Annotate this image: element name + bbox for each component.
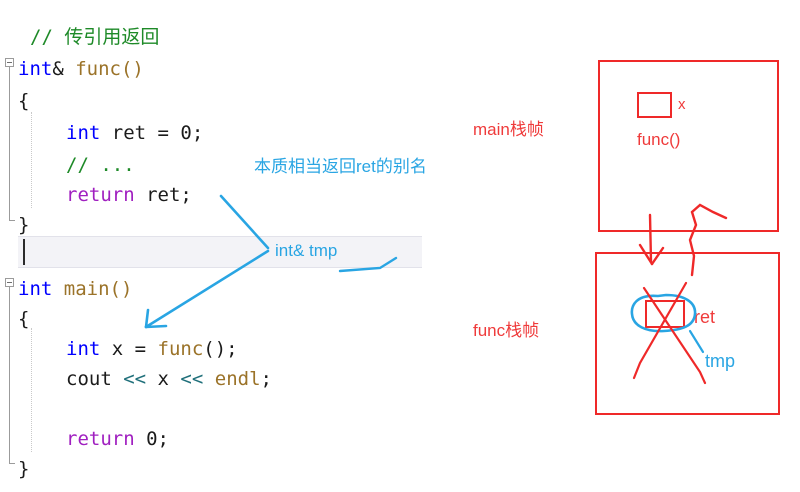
code-token: << xyxy=(180,368,204,390)
code-token: { xyxy=(18,308,30,330)
code-token: int xyxy=(18,278,53,300)
code-token: cout xyxy=(66,368,124,390)
code-token: x xyxy=(146,368,181,390)
code-line[interactable]: { xyxy=(0,84,29,118)
fold-marker-main[interactable] xyxy=(5,278,14,287)
code-token: << xyxy=(123,368,147,390)
main-frame-x-label: x xyxy=(678,96,686,113)
code-token: } xyxy=(18,214,30,236)
code-token: func xyxy=(75,58,121,80)
code-token: // ... xyxy=(66,154,135,176)
func-frame-tmp-label: tmp xyxy=(705,351,736,371)
code-line[interactable]: // ... xyxy=(0,148,135,182)
code-line[interactable] xyxy=(0,392,66,426)
annotation-alias-note: 本质相当返回ret的别名 xyxy=(254,157,427,176)
code-line[interactable]: int& func() xyxy=(0,52,144,86)
code-line[interactable] xyxy=(0,240,18,274)
code-token: return xyxy=(66,184,135,206)
main-stack-frame-box xyxy=(598,60,779,232)
code-token: } xyxy=(18,458,30,480)
text-caret xyxy=(23,239,25,265)
code-token: endl xyxy=(214,368,261,390)
code-token: ret; xyxy=(134,184,192,206)
indent-guide-main xyxy=(31,328,32,452)
code-token: int xyxy=(18,58,53,80)
func-frame-ret-slot xyxy=(645,300,685,328)
code-token: { xyxy=(18,90,30,112)
code-line[interactable]: int x = func(); xyxy=(0,332,238,366)
code-token: () xyxy=(109,278,133,300)
fold-rail-func xyxy=(9,67,10,220)
code-token: ; xyxy=(157,428,169,450)
code-token: & xyxy=(52,58,76,80)
func-frame-ret-label: ret xyxy=(694,307,716,327)
code-token: () xyxy=(120,58,144,80)
current-line-highlight xyxy=(18,236,422,268)
code-line[interactable]: int ret = 0; xyxy=(0,116,203,150)
fold-rail-main xyxy=(9,287,10,463)
func-stack-frame-box xyxy=(595,252,780,415)
code-line[interactable]: return ret; xyxy=(0,178,192,212)
code-token: ; xyxy=(191,122,204,144)
code-token: main xyxy=(63,278,110,300)
code-token: int xyxy=(66,338,101,360)
code-token: int xyxy=(66,122,101,144)
code-token: 0 xyxy=(180,122,192,144)
code-line[interactable]: return 0; xyxy=(0,422,169,456)
code-token: (); xyxy=(203,338,238,360)
code-line[interactable]: cout << x << endl; xyxy=(0,362,272,396)
code-token: return xyxy=(66,428,135,450)
indent-guide-func xyxy=(31,112,32,208)
code-line[interactable]: } xyxy=(0,452,29,486)
code-token xyxy=(135,428,146,450)
main-frame-call-label: func() xyxy=(637,130,681,149)
main-stack-frame-label: main栈帧 xyxy=(473,120,544,139)
code-line[interactable]: } xyxy=(0,208,29,242)
code-token xyxy=(203,368,214,390)
code-line[interactable]: int main() xyxy=(0,272,132,306)
func-stack-frame-label: func栈帧 xyxy=(473,321,540,340)
main-frame-x-slot xyxy=(637,92,672,118)
fold-rail-foot-main xyxy=(9,463,15,464)
code-token: x = xyxy=(100,338,158,360)
code-line[interactable]: { xyxy=(0,302,29,336)
code-token: // 传引用返回 xyxy=(30,26,160,48)
annotation-tmp-note: int& tmp xyxy=(275,241,338,260)
code-token: 0 xyxy=(146,428,158,450)
fold-marker-func[interactable] xyxy=(5,58,14,67)
fold-rail-foot-func xyxy=(9,220,15,221)
code-line[interactable]: // 传引用返回 xyxy=(0,20,159,54)
code-token xyxy=(52,278,63,300)
code-token: ; xyxy=(260,368,272,390)
code-token: ret = xyxy=(100,122,181,144)
code-token: func xyxy=(157,338,204,360)
